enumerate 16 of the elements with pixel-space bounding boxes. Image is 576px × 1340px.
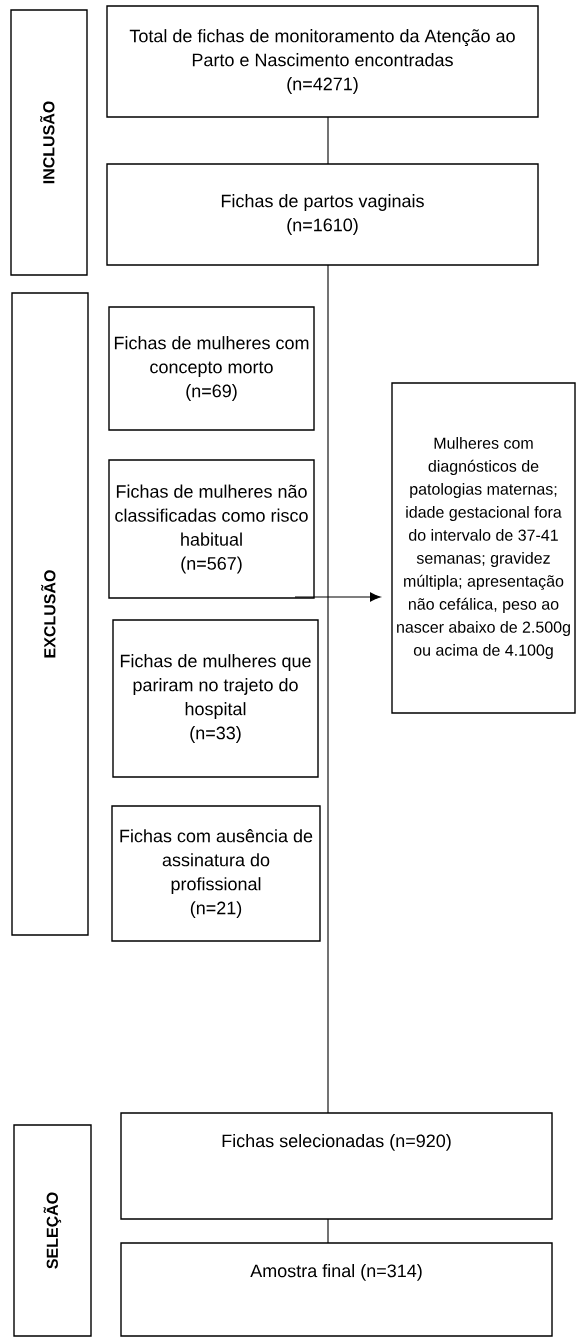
- process-box: Amostra final (n=314): [120, 1242, 553, 1337]
- process-box: Fichas de partos vaginais (n=1610): [106, 163, 539, 266]
- arrow: [294, 592, 381, 602]
- process-box: Fichas de mulheres com concepto morto (n=69): [108, 306, 315, 431]
- process-box: Fichas de mulheres não classificadas como risco habitual (n=567): [108, 459, 315, 599]
- process-box: Mulheres com diagnósticos de patologias maternas; idade gestacional fora do intervalo de 37-41 semanas; gravidez múltipla; apresentação não cefálica, peso ao nascer abaixo de 2.500g ou acima de 4.100g: [391, 382, 576, 714]
- stage-band: EXCLUSÃO: [11, 292, 89, 936]
- process-box: Fichas de mulheres que pariram no trajeto do hospital (n=33): [112, 619, 319, 778]
- connector-line: [327, 116, 329, 165]
- process-box: Fichas selecionadas (n=920): [120, 1112, 553, 1220]
- connector-line: [327, 1218, 329, 1244]
- process-box: Fichas com ausência de assinatura do profissional (n=21): [111, 805, 321, 942]
- stage-band: INCLUSÃO: [10, 9, 88, 276]
- connector-line: [327, 264, 329, 1114]
- process-box: Total de fichas de monitoramento da Atenção ao Parto e Nascimento encontradas (n=4271): [106, 5, 539, 118]
- stage-band: SELEÇÃO: [13, 1124, 92, 1337]
